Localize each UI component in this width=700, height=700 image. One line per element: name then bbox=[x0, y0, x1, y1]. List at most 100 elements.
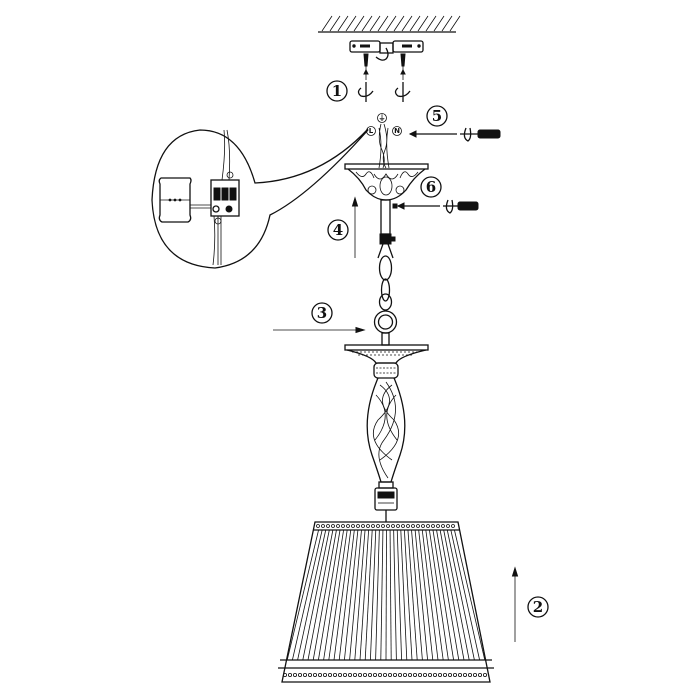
shade-bead bbox=[307, 673, 312, 678]
shade-bead bbox=[451, 524, 455, 528]
shade-bead bbox=[397, 673, 402, 678]
shade-pleat bbox=[439, 529, 465, 661]
shade-pleat bbox=[312, 529, 337, 661]
shade-bead bbox=[457, 673, 462, 678]
terminal-block bbox=[210, 129, 240, 266]
shade-bead bbox=[386, 524, 390, 528]
shade-bead bbox=[436, 524, 440, 528]
shade-bead bbox=[446, 524, 450, 528]
shade-bead bbox=[331, 524, 335, 528]
shade-bead bbox=[352, 673, 357, 678]
shade-bead bbox=[337, 673, 342, 678]
hook-icon bbox=[375, 47, 389, 61]
shade-pleat bbox=[380, 529, 384, 661]
shade-pleat bbox=[425, 529, 444, 661]
hatch-line bbox=[433, 15, 445, 32]
svg-text:L: L bbox=[369, 127, 374, 135]
shade-bead bbox=[377, 673, 382, 678]
shade-bead bbox=[411, 524, 415, 528]
screwdriver-icon bbox=[396, 199, 479, 214]
hatch-line bbox=[321, 15, 333, 32]
shade-bead bbox=[402, 673, 407, 678]
shade-bead bbox=[327, 673, 332, 678]
hatch-line bbox=[401, 15, 413, 32]
shade-bead bbox=[426, 524, 430, 528]
shade-pleat bbox=[328, 529, 348, 661]
hatch-line bbox=[441, 15, 453, 32]
shade-bead bbox=[431, 524, 435, 528]
shade-pleat bbox=[344, 529, 359, 661]
stem bbox=[379, 199, 398, 245]
shade-bead bbox=[292, 673, 297, 678]
shade-pleat bbox=[375, 529, 380, 661]
shade-pleat bbox=[436, 529, 460, 661]
shade-bead bbox=[387, 673, 392, 678]
shade-pleat bbox=[307, 529, 334, 661]
shade-pleat bbox=[286, 529, 319, 661]
hatch-line bbox=[353, 15, 365, 32]
shade-pleat bbox=[323, 529, 344, 661]
shade-bead bbox=[326, 524, 330, 528]
shade-pleat bbox=[385, 529, 387, 661]
shade-bead bbox=[346, 524, 350, 528]
screw-left-icon bbox=[357, 53, 374, 102]
shade-bead bbox=[381, 524, 385, 528]
hatch-line bbox=[369, 15, 381, 32]
hatch-line bbox=[393, 15, 405, 32]
shade-pleat bbox=[418, 529, 434, 661]
lamp-body bbox=[344, 344, 429, 522]
shade-bead bbox=[472, 673, 477, 678]
hatch-line bbox=[385, 15, 397, 32]
ceiling bbox=[318, 15, 461, 33]
shade-bead bbox=[406, 524, 410, 528]
shade-bead bbox=[336, 524, 340, 528]
hatch-line bbox=[345, 15, 357, 32]
shade-bead bbox=[287, 673, 292, 678]
shade-pleat bbox=[414, 529, 428, 661]
canopy bbox=[344, 163, 429, 201]
shade-bead bbox=[321, 524, 325, 528]
shade-pleat bbox=[370, 529, 377, 661]
svg-text:⏚: ⏚ bbox=[379, 114, 386, 122]
wires bbox=[378, 123, 390, 169]
shade-pleat bbox=[429, 529, 449, 661]
shade-pleat bbox=[407, 529, 418, 661]
shade-bead bbox=[297, 673, 302, 678]
shade-bead bbox=[302, 673, 307, 678]
shade-pleat bbox=[302, 529, 330, 661]
junction-box bbox=[158, 177, 211, 223]
shade-bead bbox=[382, 673, 387, 678]
shade-pleat bbox=[411, 529, 423, 661]
shade-bead bbox=[477, 673, 482, 678]
hatch-line bbox=[361, 15, 373, 32]
shade-pleat bbox=[393, 529, 397, 661]
step-6-label: 6 bbox=[420, 176, 442, 198]
shade-bead bbox=[452, 673, 457, 678]
shade-bead bbox=[371, 524, 375, 528]
shade-bead bbox=[432, 673, 437, 678]
shade-bead bbox=[441, 524, 445, 528]
hatch-line bbox=[329, 15, 341, 32]
svg-text:3: 3 bbox=[317, 304, 327, 322]
hatch-line bbox=[417, 15, 429, 32]
shade-pleat bbox=[454, 529, 486, 661]
hatch-line bbox=[377, 15, 389, 32]
shade-pleat bbox=[338, 529, 355, 661]
shade-pleat bbox=[349, 529, 362, 661]
svg-text:2: 2 bbox=[533, 598, 543, 616]
hatch-line bbox=[449, 15, 461, 32]
shade-bead bbox=[317, 673, 322, 678]
earth-wire-label: ⏚ bbox=[377, 113, 387, 123]
shade-bead bbox=[417, 673, 422, 678]
shade-pleat bbox=[446, 529, 475, 661]
shade-bead bbox=[372, 673, 377, 678]
shade-bead bbox=[442, 673, 447, 678]
step-1-label: 1 bbox=[326, 80, 348, 102]
screwdriver-icon bbox=[408, 127, 501, 142]
shade-pleat bbox=[400, 529, 408, 661]
shade-bead bbox=[407, 673, 412, 678]
screw-right-icon bbox=[394, 53, 411, 102]
shade-bead bbox=[421, 524, 425, 528]
shade-bead bbox=[412, 673, 417, 678]
shade-pleat bbox=[354, 529, 366, 661]
